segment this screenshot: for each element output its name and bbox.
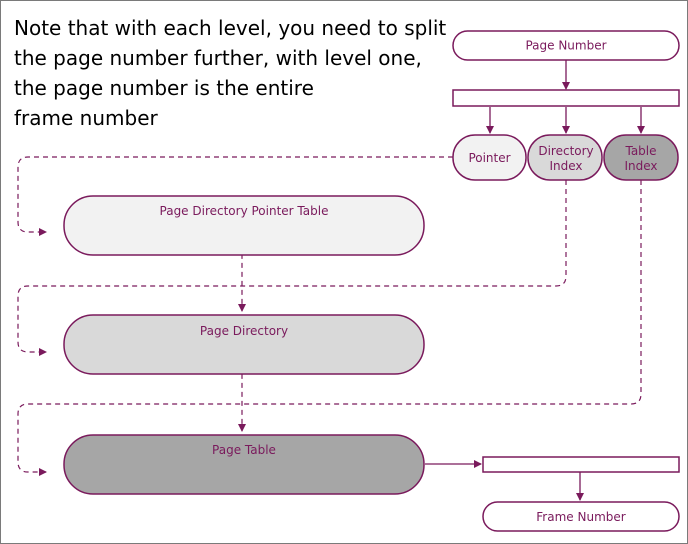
page-directory-node: Page Directory: [63, 314, 425, 375]
solid-connectors: [425, 60, 645, 501]
directory-index-label-line-1: Directory: [538, 144, 593, 158]
note-line-2: the page number further, with level one,: [14, 46, 422, 70]
frame-number-label: Frame Number: [536, 510, 625, 524]
note-line-4: frame number: [14, 106, 158, 130]
path-table-index-to-page-table: [17, 180, 642, 476]
note-line-1: Note that with each level, you need to s…: [14, 16, 446, 40]
pointer-node: Pointer: [452, 134, 527, 181]
pdpt-label: Page Directory Pointer Table: [160, 204, 329, 218]
directory-index-node: Directory Index: [527, 134, 603, 181]
dashed-connectors: [17, 156, 642, 476]
note-line-3: the page number is the entire: [14, 76, 314, 100]
frame-number-bar: [482, 456, 680, 473]
table-index-node: Table Index: [603, 134, 679, 181]
page-number-split-bar: [452, 89, 680, 107]
page-table-label: Page Table: [212, 443, 276, 457]
page-table-node: Page Table: [63, 434, 425, 495]
directory-index-label-line-2: Index: [549, 159, 582, 173]
page-number-node: Page Number: [452, 30, 680, 61]
page-number-label: Page Number: [525, 39, 606, 53]
pointer-label: Pointer: [468, 151, 510, 165]
frame-number-node: Frame Number: [482, 501, 680, 532]
table-index-label-line-2: Index: [624, 159, 657, 173]
table-index-label-line-1: Table: [624, 144, 656, 158]
path-pointer-to-pdpt: [17, 156, 453, 236]
path-directory-index-to-page-directory: [17, 180, 567, 356]
page-directory-label: Page Directory: [200, 324, 288, 338]
note-text: Note that with each level, you need to s…: [14, 16, 446, 130]
pdpt-node: Page Directory Pointer Table: [63, 195, 425, 256]
